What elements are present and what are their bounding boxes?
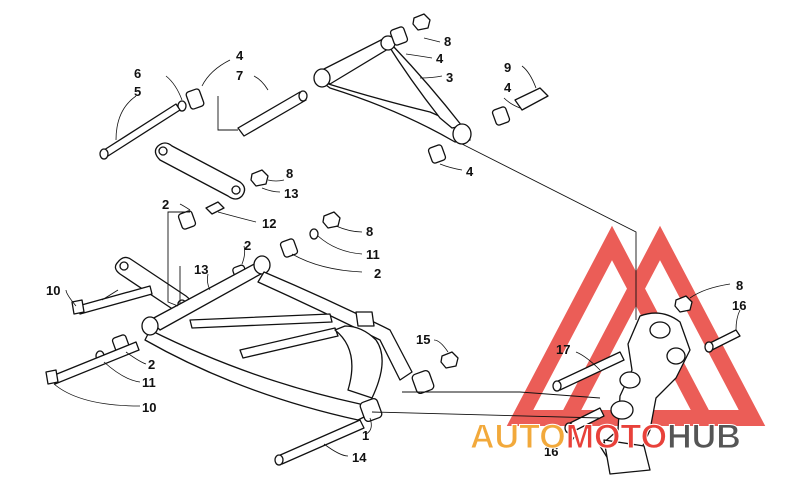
callout-8b: 8 bbox=[286, 166, 293, 181]
callout-9: 9 bbox=[504, 60, 511, 75]
callout-4b: 4 bbox=[436, 51, 444, 66]
lower-left-parts bbox=[45, 285, 365, 466]
callout-7: 7 bbox=[236, 68, 243, 83]
callout-2a: 2 bbox=[162, 197, 169, 212]
callout-15: 15 bbox=[416, 332, 430, 347]
callout-10b: 10 bbox=[142, 400, 156, 415]
callout-10a: 10 bbox=[46, 283, 60, 298]
callout-2d: 2 bbox=[148, 357, 155, 372]
callout-2b: 2 bbox=[244, 238, 251, 253]
callout-labels: 1 2 2 2 2 3 4 4 4 4 5 6 7 8 8 8 8 9 10 1… bbox=[46, 34, 746, 465]
callout-8d: 8 bbox=[736, 278, 743, 293]
callout-17: 17 bbox=[556, 342, 570, 357]
callout-13b: 13 bbox=[194, 262, 208, 277]
spindle-assembly bbox=[552, 295, 741, 475]
callout-11b: 11 bbox=[142, 375, 156, 390]
callout-8a: 8 bbox=[444, 34, 451, 49]
svg-text:AUTOMOTOHUB: AUTOMOTOHUB bbox=[470, 418, 741, 456]
leader-lines bbox=[53, 37, 741, 457]
callout-12: 12 bbox=[262, 216, 276, 231]
watermark-auto: AUTO bbox=[470, 418, 566, 456]
callout-13a: 13 bbox=[284, 186, 298, 201]
upper-link-bar bbox=[154, 142, 269, 200]
callout-3: 3 bbox=[446, 70, 453, 85]
upper-a-arm bbox=[313, 35, 472, 145]
upper-parts bbox=[99, 13, 549, 164]
watermark-hub: HUB bbox=[667, 418, 741, 456]
callout-4c: 4 bbox=[504, 80, 512, 95]
watermark-moto: MOTO bbox=[566, 418, 667, 456]
callout-6: 6 bbox=[134, 66, 141, 81]
callout-5: 5 bbox=[134, 84, 141, 99]
watermark-text: AUTOMOTOHUB bbox=[470, 418, 742, 457]
callout-4d: 4 bbox=[466, 164, 474, 179]
callout-11a: 11 bbox=[366, 247, 380, 262]
callout-8c: 8 bbox=[366, 224, 373, 239]
callout-14: 14 bbox=[352, 450, 367, 465]
callout-1: 1 bbox=[362, 428, 369, 443]
assembly-lines bbox=[101, 96, 637, 419]
middle-parts bbox=[177, 201, 341, 299]
callout-16a: 16 bbox=[732, 298, 746, 313]
callout-2c: 2 bbox=[374, 266, 381, 281]
callout-4a: 4 bbox=[236, 48, 244, 63]
lower-a-arm bbox=[141, 255, 459, 422]
callout-16b: 16 bbox=[544, 444, 558, 459]
